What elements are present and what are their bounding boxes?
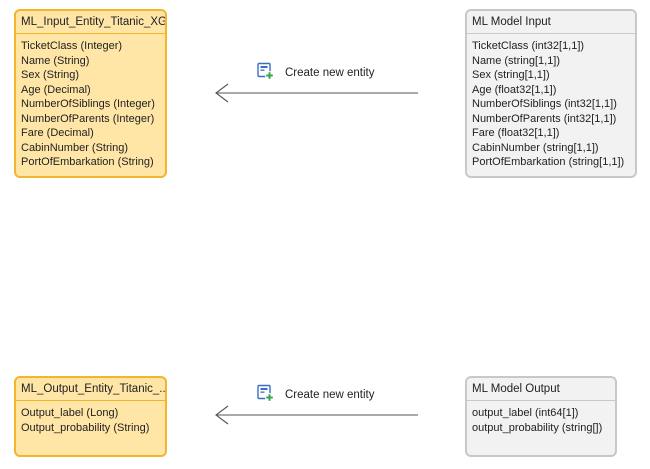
output-mapping-arrow (215, 405, 418, 425)
model-output-attribute: output_label (int64[1]) (472, 407, 579, 419)
input-entity-attribute: TicketClass (Integer) (21, 40, 123, 52)
input-entity-attribute: Age (Decimal) (21, 83, 91, 96)
input-entity-attribute: Name (String) (21, 54, 90, 67)
input-entity-attribute: NumberOfParents (Integer) (21, 112, 155, 125)
create-new-entity-label: Create new entity (285, 389, 375, 401)
model-input-attribute: Fare (float32[1,1]) (472, 127, 560, 139)
model-input-box[interactable]: ML Model Input TicketClass (int32[1,1]) … (465, 9, 637, 178)
model-input-attribute: TicketClass (int32[1,1]) (472, 40, 585, 52)
model-output-title: ML Model Output (467, 378, 615, 401)
model-input-attribute: Age (float32[1,1]) (472, 83, 557, 96)
model-output-box[interactable]: ML Model Output output_label (int64[1]) … (465, 376, 617, 457)
model-input-attribute: NumberOfParents (int32[1,1]) (472, 112, 617, 125)
model-input-attribute: Name (string[1,1]) (472, 54, 561, 67)
add-entity-icon (256, 62, 275, 84)
output-entity-box[interactable]: ML_Output_Entity_Titanic_... Output_labe… (14, 376, 167, 457)
model-input-attribute: Sex (string[1,1]) (472, 69, 550, 81)
model-output-attribute: output_probability (string[]) (472, 421, 603, 434)
model-input-attribute: CabinNumber (string[1,1]) (472, 141, 599, 154)
input-mapping-arrow (215, 83, 418, 103)
output-entity-title: ML_Output_Entity_Titanic_... (16, 378, 165, 401)
input-entity-attribute: Sex (String) (21, 69, 80, 81)
input-entity-attribute: NumberOfSiblings (Integer) (21, 98, 155, 110)
input-entity-box[interactable]: ML_Input_Entity_Titanic_XG... TicketClas… (14, 9, 167, 178)
input-entity-title: ML_Input_Entity_Titanic_XG... (16, 11, 165, 34)
output-entity-attribute: Output_probability (String) (21, 421, 150, 434)
model-input-attribute: NumberOfSiblings (int32[1,1]) (472, 98, 617, 110)
model-input-title: ML Model Input (467, 11, 635, 34)
input-entity-attribute: Fare (Decimal) (21, 127, 94, 139)
create-new-entity-link-input[interactable]: Create new entity (256, 62, 375, 84)
output-entity-attribute: Output_label (Long) (21, 407, 119, 419)
input-entity-attribute: CabinNumber (String) (21, 141, 128, 154)
model-input-attribute: PortOfEmbarkation (string[1,1]) (472, 156, 625, 168)
input-entity-attribute: PortOfEmbarkation (String) (21, 156, 154, 168)
add-entity-icon (256, 384, 275, 406)
create-new-entity-link-output[interactable]: Create new entity (256, 384, 375, 406)
create-new-entity-label: Create new entity (285, 67, 375, 79)
